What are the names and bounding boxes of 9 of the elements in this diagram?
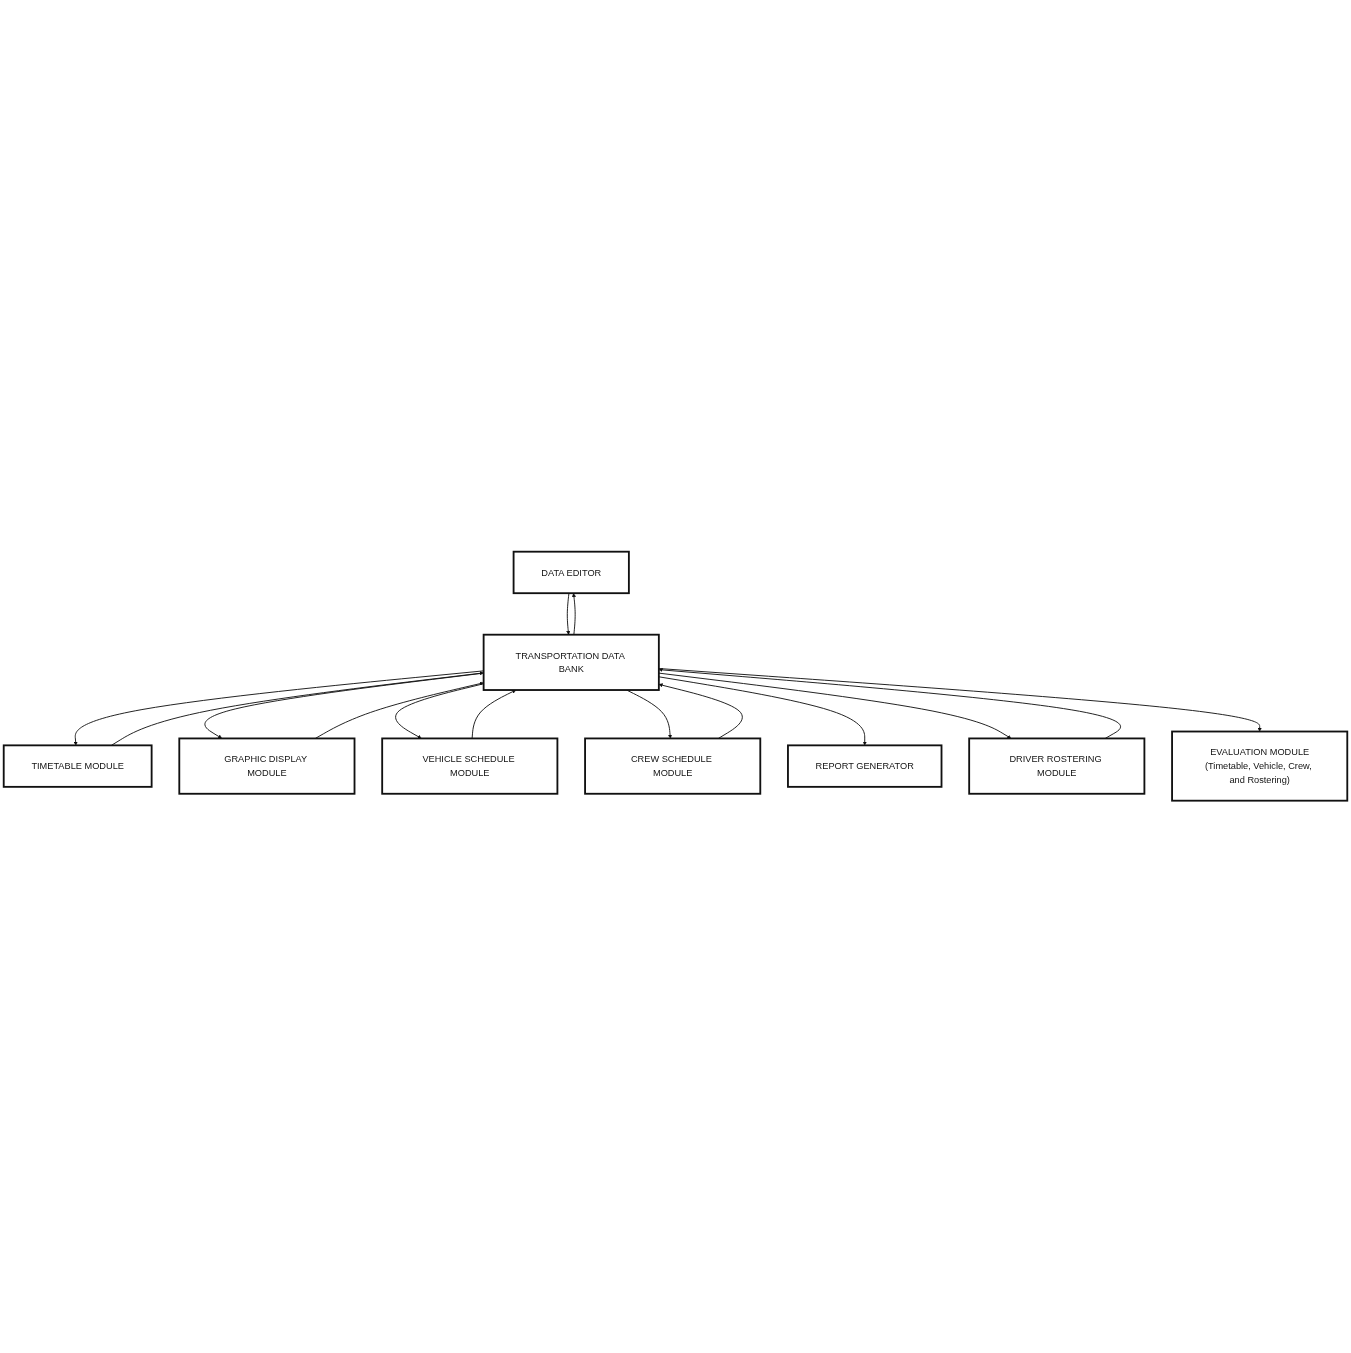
node-box: VEHICLE SCHEDULE MODULE — [381, 737, 559, 795]
node-box: TRANSPORTATION DATA BANK — [482, 634, 660, 692]
node-box: DRIVER ROSTERING MODULE — [968, 737, 1146, 795]
node-box: TIMETABLE MODULE — [2, 744, 153, 789]
node-box: GRAPHIC DISPLAY MODULE — [178, 737, 356, 795]
node-box: CREW SCHEDULE MODULE — [584, 737, 762, 795]
node-box: DATA EDITOR — [512, 551, 630, 595]
node-box: REPORT GENERATOR — [787, 744, 943, 789]
node-box: EVALUATION MODULE (Timetable, Vehicle, Crew, and Rostering) — [1171, 730, 1349, 802]
